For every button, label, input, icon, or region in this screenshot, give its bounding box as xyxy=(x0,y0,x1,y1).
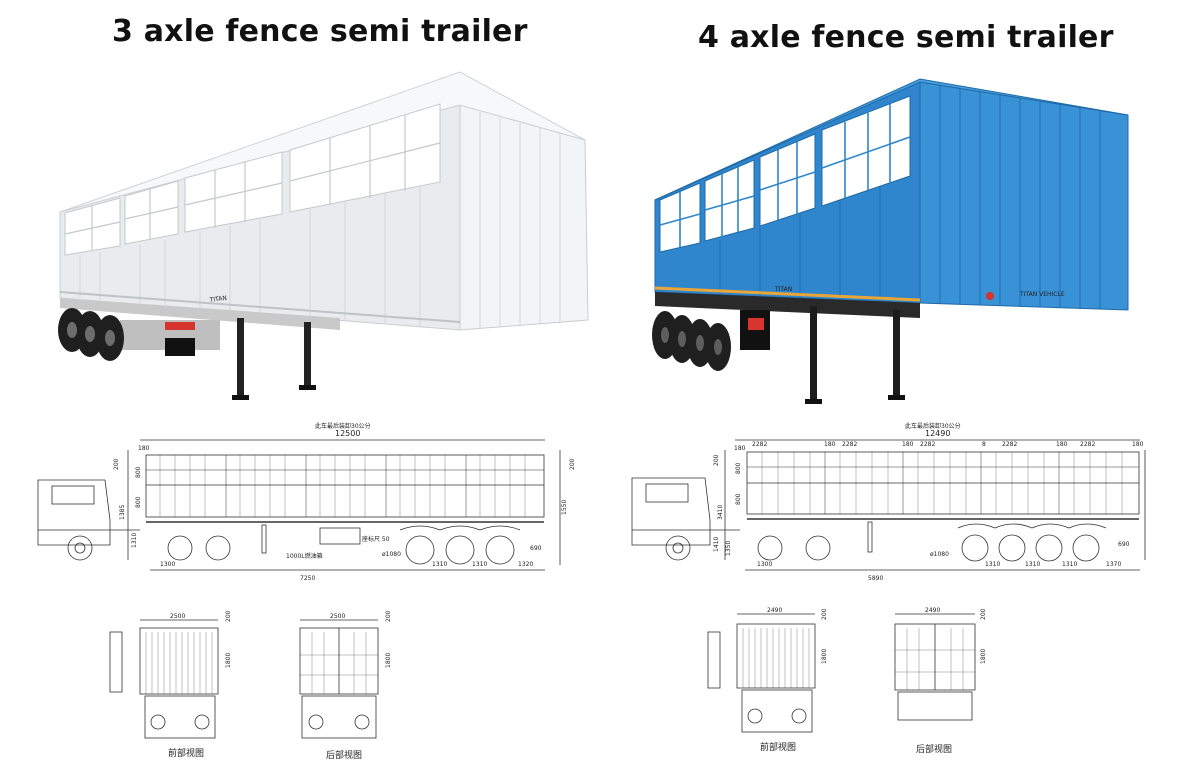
left-trailer-photo: TITAN xyxy=(58,71,589,400)
right-height-5: 1350 xyxy=(725,541,732,556)
right-dim-labels: 180 2282 180 2282 180 2282 8 2282 180 22… xyxy=(713,441,1144,582)
right-label-7: ø1080 xyxy=(930,551,949,558)
left-label-6: 690 xyxy=(530,545,542,552)
right-front-view xyxy=(707,613,816,733)
left-label-2: 7250 xyxy=(300,575,315,582)
left-label-5: 1320 xyxy=(518,561,533,568)
right-rear-view xyxy=(894,613,976,721)
left-brand-plate: TITAN xyxy=(208,295,227,304)
right-front-h0: 200 xyxy=(821,608,828,620)
right-seg-3: 180 xyxy=(902,441,914,448)
right-rear-h1: 1800 xyxy=(980,649,987,664)
left-front-h1: 1800 xyxy=(225,653,232,668)
left-height-4: 1550 xyxy=(561,500,568,515)
left-label-0: 1310 xyxy=(131,533,138,548)
right-label-2: 1310 xyxy=(985,561,1000,568)
right-side-brand: TITAN xyxy=(774,286,792,293)
right-label-4: 1310 xyxy=(1062,561,1077,568)
left-height-0: 200 xyxy=(113,458,120,470)
left-note-fuel: 1000L燃油箱 xyxy=(286,552,323,560)
right-seg-5: 8 xyxy=(982,441,986,448)
right-top-note: 此车最后装卸30公分 xyxy=(905,422,961,430)
right-seg-2: 2282 xyxy=(842,441,857,448)
right-seg-1: 180 xyxy=(824,441,836,448)
left-label-1: 1300 xyxy=(160,561,175,568)
left-total-length: 12500 xyxy=(335,429,360,438)
right-height-4: 1410 xyxy=(713,537,720,552)
right-side-drawing: 此车最后装卸30公分 12490 xyxy=(631,422,1146,571)
right-label-1: 5890 xyxy=(868,575,883,582)
left-front-width: 2500 xyxy=(170,613,185,620)
right-seg-4: 2282 xyxy=(920,441,935,448)
left-height-1: 800 xyxy=(135,466,142,478)
right-rear-width: 2490 xyxy=(925,607,940,614)
right-height-2: 3410 xyxy=(717,505,724,520)
right-height-0: 200 xyxy=(713,454,720,466)
right-seg-7: 180 xyxy=(1056,441,1068,448)
right-seg-6: 2282 xyxy=(1002,441,1017,448)
right-brand-plate: TITAN VEHICLE xyxy=(1019,291,1065,298)
left-dim-labels: 200 800 1385 800 1550 200 1310 1300 7250… xyxy=(113,458,576,582)
left-rear-caption: 后部视图 xyxy=(326,749,362,761)
left-front-offset: 180 xyxy=(138,445,150,452)
right-label-3: 1310 xyxy=(1025,561,1040,568)
right-height-1: 800 xyxy=(735,462,742,474)
right-front-offset: 180 xyxy=(734,445,746,452)
left-height-3: 800 xyxy=(135,496,142,508)
left-label-3: 1310 xyxy=(432,561,447,568)
right-seg-0: 2282 xyxy=(752,441,767,448)
left-rear-view xyxy=(299,619,379,739)
right-trailer-photo: TITAN VEHICLE TITAN xyxy=(652,78,1129,404)
left-height-2: 1385 xyxy=(119,505,126,520)
left-side-drawing: 此车最后装卸30公分 12500 180 xyxy=(37,422,561,571)
right-total-length: 12490 xyxy=(925,429,950,438)
right-front-width: 2490 xyxy=(767,607,782,614)
right-rear-h0: 200 xyxy=(980,608,987,620)
right-height-3: 800 xyxy=(735,493,742,505)
right-seg-8: 2282 xyxy=(1080,441,1095,448)
left-note-scale: 座标尺 50 xyxy=(362,535,390,543)
right-label-5: 1370 xyxy=(1106,561,1121,568)
left-front-h0: 200 xyxy=(225,610,232,622)
left-front-view xyxy=(109,619,219,739)
left-height-5: 200 xyxy=(569,458,576,470)
left-top-note: 此车最后装卸30公分 xyxy=(315,422,371,430)
left-rear-h1: 1800 xyxy=(385,653,392,668)
left-rear-h0: 200 xyxy=(385,610,392,622)
right-label-6: 690 xyxy=(1118,541,1130,548)
right-seg-9: 180 xyxy=(1132,441,1144,448)
right-rear-caption: 后部视图 xyxy=(916,743,952,755)
left-label-4: 1310 xyxy=(472,561,487,568)
right-front-h1: 1800 xyxy=(821,649,828,664)
left-front-caption: 前部视图 xyxy=(168,747,204,759)
left-rear-width: 2500 xyxy=(330,613,345,620)
right-front-caption: 前部视图 xyxy=(760,741,796,753)
right-label-0: 1300 xyxy=(757,561,772,568)
left-label-7: ø1080 xyxy=(382,551,401,558)
title-4-axle: 4 axle fence semi trailer xyxy=(698,20,1114,55)
title-3-axle: 3 axle fence semi trailer xyxy=(112,14,528,49)
